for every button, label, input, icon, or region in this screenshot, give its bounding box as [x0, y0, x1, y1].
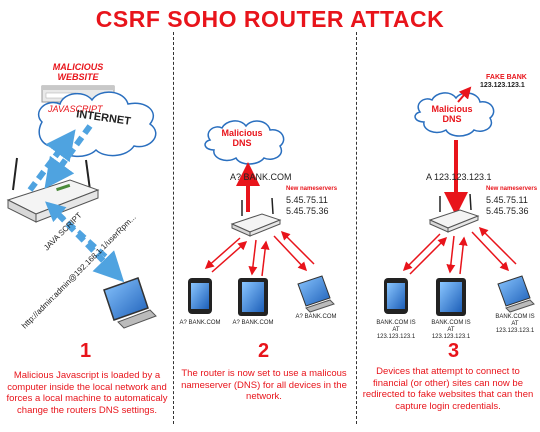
malicious-dns-cloud-icon-panel3 [414, 92, 495, 137]
panel-divider-1 [173, 32, 174, 424]
dns-query-label: A? BANK.COM [230, 172, 292, 182]
nameserver-1-panel2: 5.45.75.11 [286, 195, 328, 205]
router-internet-arrows [27, 124, 125, 283]
nameserver-2-panel2: 5.45.75.36 [286, 206, 329, 216]
device-label-tablet-panel3: BANK.COM IS AT 123.123.123.1 [431, 320, 471, 340]
router-icon-panel3 [428, 193, 480, 233]
phone-icon-panel2 [188, 278, 212, 314]
computer-icon-panel3 [497, 275, 535, 313]
computer-icon [103, 277, 157, 329]
page-title: CSRF SOHO ROUTER ATTACK [95, 6, 445, 32]
device-label-tablet-panel2: A? BANK.COM [232, 320, 274, 326]
nameserver-1-panel3: 5.45.75.11 [486, 195, 528, 205]
malicious-dns-cloud-icon [204, 120, 285, 165]
tablet-icon-panel2 [238, 278, 268, 316]
dns-answer-label: A 123.123.123.1 [426, 172, 492, 182]
step-number-3: 3 [448, 340, 460, 362]
router-icon [6, 157, 100, 223]
nameservers-header-panel3: New nameservers [486, 186, 538, 192]
malicious-dns-label-panel2: Malicious DNS [221, 128, 263, 148]
step-number-2: 2 [258, 340, 270, 362]
fake-bank-ip: 123.123.123.1 [480, 82, 525, 89]
computer-icon-panel2 [297, 275, 335, 313]
device-arrows-panel2 [204, 230, 315, 277]
nameserver-2-panel3: 5.45.75.36 [486, 206, 529, 216]
malicious-dns-label-panel3: Malicious DNS [431, 104, 473, 124]
tablet-icon-panel3 [436, 278, 466, 316]
device-label-computer-panel3: BANK.COM IS AT 123.123.123.1 [495, 314, 535, 334]
panel3-description: Devices that attempt to connect to finan… [362, 366, 534, 412]
device-label-phone-panel2: A? BANK.COM [179, 320, 221, 326]
panel-divider-2 [356, 32, 357, 424]
step-number-1: 1 [80, 340, 92, 362]
phone-icon-panel3 [384, 278, 408, 314]
fake-bank-arrow [457, 86, 472, 103]
fake-bank-label: FAKE BANK [486, 74, 527, 81]
device-label-phone-panel3: BANK.COM IS AT 123.123.123.1 [376, 320, 416, 340]
device-label-computer-panel2: A? BANK.COM [295, 314, 337, 320]
panel1-description: Malicious Javascript is loaded by a comp… [6, 370, 168, 416]
router-icon-panel2 [230, 197, 282, 237]
malicious-website-label: MALICIOUS WEBSITE [52, 62, 104, 82]
device-arrows-panel3 [402, 226, 517, 275]
javascript-label: JAVASCRIPT [48, 104, 103, 114]
panel2-description: The router is now set to use a malicous … [181, 368, 347, 402]
nameservers-header-panel2: New nameservers [286, 186, 338, 192]
